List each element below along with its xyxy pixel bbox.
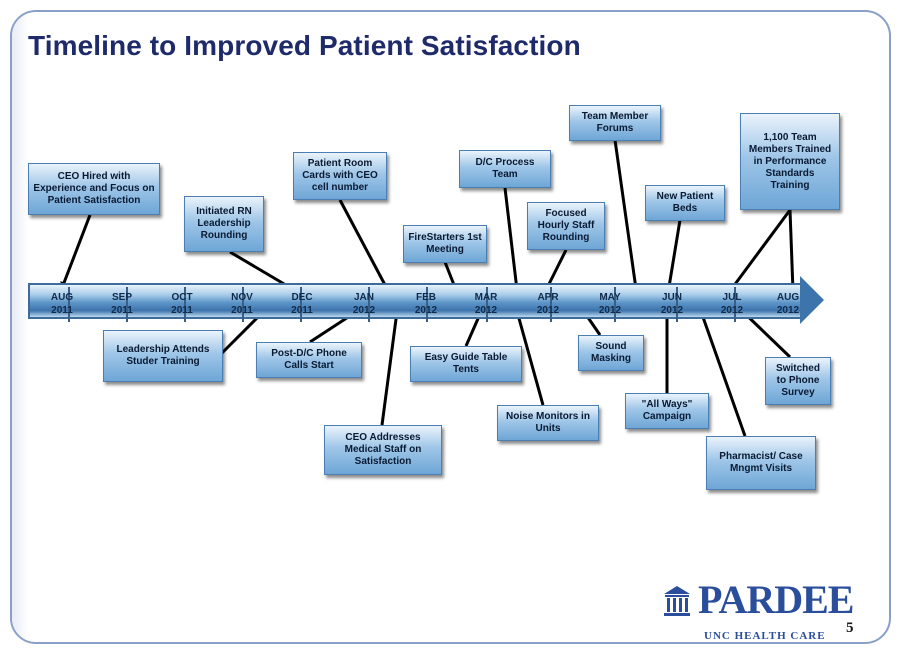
logo-name: PARDEE <box>698 577 854 622</box>
axis-tick <box>550 287 552 322</box>
event-team-member-forums: Team Member Forums <box>569 105 661 141</box>
slide-title: Timeline to Improved Patient Satisfactio… <box>28 30 581 61</box>
axis-tick <box>184 287 186 322</box>
connector-noise-monitors <box>512 302 545 406</box>
event-switched-to-phone-survey: Switched to Phone Survey <box>765 357 831 405</box>
axis-tick <box>242 287 244 322</box>
event-patient-room-cards: Patient Room Cards with CEO cell number <box>293 152 387 200</box>
event-dc-process-team: D/C Process Team <box>459 150 551 188</box>
axis-tick <box>126 287 128 322</box>
timeline-arrowhead <box>800 276 824 324</box>
axis-tick <box>734 287 736 322</box>
connector-dc-process <box>503 187 521 292</box>
event-postdc-phone-calls: Post-D/C Phone Calls Start <box>256 342 362 378</box>
event-ceo-addresses-medical-staff: CEO Addresses Medical Staff on Satisfact… <box>324 425 442 475</box>
axis-tick <box>426 287 428 322</box>
axis-tick <box>614 287 616 322</box>
event-noise-monitors: Noise Monitors in Units <box>497 405 599 441</box>
event-firestarters: FireStarters 1st Meeting <box>403 225 487 263</box>
axis-tick <box>368 287 370 322</box>
event-pharmacist-case-mgmt: Pharmacist/ Case Mngmt Visits <box>706 436 816 490</box>
slide-edge-shade <box>12 12 28 642</box>
event-rn-leadership-rounding: Initiated RN Leadership Rounding <box>184 196 264 252</box>
connector-new-beds <box>665 219 682 295</box>
event-new-patient-beds: New Patient Beds <box>645 185 725 221</box>
connector-ceo-hired <box>60 214 92 290</box>
axis-tick <box>676 287 678 322</box>
axis-tick <box>300 287 302 322</box>
event-studer-training: Leadership Attends Studer Training <box>103 330 223 382</box>
connector-trained-1 <box>728 209 792 293</box>
event-easy-guide-table-tents: Easy Guide Table Tents <box>410 346 522 382</box>
connector-pharmacist <box>696 301 747 437</box>
pardee-logo: PARDEE <box>662 578 892 628</box>
event-sound-masking: Sound Masking <box>578 335 644 371</box>
connector-trained-2 <box>788 209 797 293</box>
event-ceo-hired: CEO Hired with Experience and Focus on P… <box>28 163 160 215</box>
page-number: 5 <box>846 620 854 636</box>
logo-building-icon <box>664 586 690 616</box>
axis-tick <box>486 287 488 322</box>
event-focused-hourly-rounding: Focused Hourly Staff Rounding <box>527 202 605 250</box>
event-team-members-trained: 1,100 Team Members Trained in Performanc… <box>740 113 840 210</box>
connector-ceo-addresses <box>380 302 402 426</box>
axis-tick <box>68 287 70 322</box>
event-all-ways-campaign: "All Ways" Campaign <box>625 393 709 429</box>
connector-team-forums <box>613 139 641 298</box>
